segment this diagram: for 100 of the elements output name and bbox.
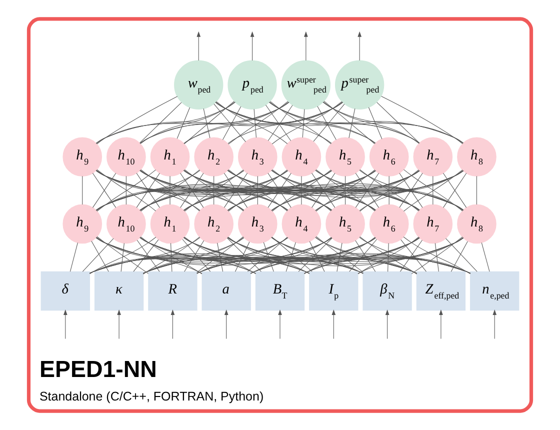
connector: [215, 102, 332, 144]
node-circle: h$_{3}$: [238, 137, 278, 177]
connector: [269, 102, 420, 144]
connector: [120, 242, 124, 272]
node-circle: h$_{7}$: [413, 204, 453, 244]
node-box: δ: [40, 271, 90, 311]
node-circle: h$_{10}$: [106, 137, 146, 177]
node-circle: h$_{8}$: [457, 204, 496, 244]
connector: [170, 242, 172, 272]
connector: [254, 108, 256, 138]
connector: [286, 242, 296, 272]
node-box: I$_{p}$: [309, 271, 358, 311]
connector: [140, 102, 182, 144]
node-box: B$_{T}$: [255, 271, 305, 311]
connector: [312, 172, 336, 208]
connector: [272, 236, 364, 274]
node-circle: h$_{4}$: [282, 137, 322, 177]
connector: [301, 176, 302, 205]
connector: [388, 242, 389, 272]
connector: [323, 102, 420, 144]
node-circle: h$_{4}$: [282, 204, 322, 244]
connector: [184, 102, 289, 144]
arrow: [385, 310, 390, 339]
arrow: [224, 310, 228, 339]
connector: [250, 237, 332, 274]
connector: [214, 104, 246, 142]
arrow: [439, 310, 443, 339]
connector: [226, 238, 262, 272]
connector: [250, 237, 376, 274]
connector: [182, 239, 211, 272]
node-circle: h$_{1}$: [150, 137, 190, 177]
node-circle: h$_{6}$: [369, 204, 409, 244]
arrow: [304, 31, 308, 61]
connector: [96, 102, 290, 144]
node-box: R: [148, 271, 198, 311]
connector: [82, 176, 83, 205]
connector: [96, 102, 343, 144]
node-circle: h$_{3}$: [238, 204, 278, 244]
arrow: [278, 310, 282, 339]
connector: [136, 172, 160, 208]
connector: [403, 236, 470, 274]
connector: [270, 101, 332, 144]
connector: [228, 236, 310, 274]
connector: [96, 102, 236, 144]
connector: [349, 239, 378, 272]
connector: [227, 237, 364, 274]
connector: [215, 102, 376, 144]
connector: [203, 108, 210, 138]
node-circle: h$_{8}$: [457, 137, 496, 177]
connector: [176, 107, 190, 139]
node-circle: h$_{6}$: [369, 137, 409, 177]
connector: [336, 242, 342, 272]
connector: [140, 102, 290, 144]
connector: [434, 242, 439, 272]
connector: [345, 176, 346, 205]
connector: [348, 108, 356, 138]
connector: [381, 96, 463, 144]
connector: [432, 176, 434, 205]
connector: [388, 176, 390, 205]
connector: [272, 236, 312, 272]
connector: [298, 238, 332, 272]
connector: [180, 172, 204, 208]
node-circle: h$_{7}$: [413, 137, 453, 177]
connector: [263, 242, 274, 272]
connector: [196, 236, 244, 273]
node-circle: h$_{10}$: [106, 204, 146, 244]
connector: [269, 102, 376, 144]
connector: [309, 241, 325, 272]
connector: [368, 107, 382, 140]
connector: [140, 102, 236, 144]
connector: [324, 100, 375, 144]
connector: [400, 240, 422, 272]
connector: [184, 237, 310, 274]
connector: [247, 236, 288, 272]
connector: [82, 238, 114, 272]
connector: [90, 236, 156, 274]
arrow: [196, 31, 201, 61]
node-box: n$_{e,ped}$: [470, 271, 520, 311]
connector: [476, 176, 477, 205]
connector: [317, 106, 336, 140]
connector: [257, 176, 258, 205]
arrow: [117, 310, 121, 339]
connector: [313, 104, 345, 142]
connector: [96, 96, 178, 144]
connector: [272, 101, 342, 144]
connector: [140, 102, 343, 144]
node-box: κ: [94, 271, 144, 311]
connector: [224, 172, 248, 208]
node-circle: h$_{2}$: [194, 137, 234, 177]
connector: [216, 101, 288, 144]
node-circle: h$_{5}$: [326, 137, 365, 177]
connector: [228, 102, 343, 144]
connector: [268, 102, 464, 144]
connector: [215, 102, 464, 144]
connector: [222, 106, 242, 140]
connector: [316, 236, 364, 272]
connector: [322, 102, 464, 144]
connector: [302, 108, 305, 138]
node-circle: h$_{9}$: [62, 204, 102, 244]
connector: [411, 236, 463, 274]
